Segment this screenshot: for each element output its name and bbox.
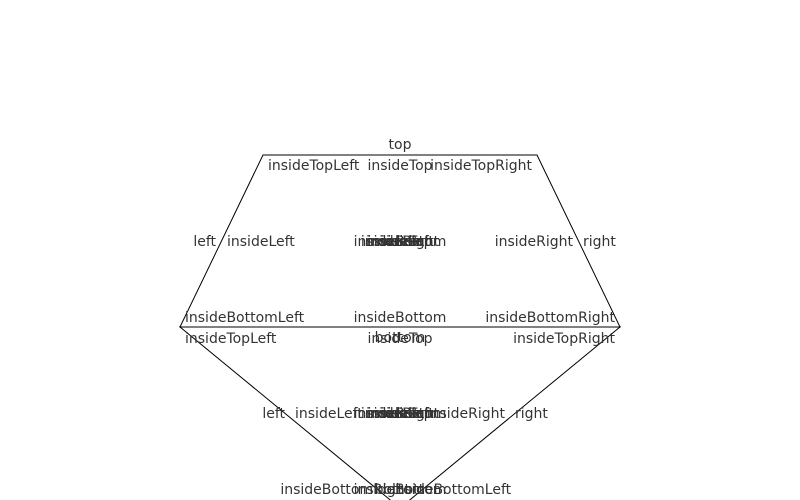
trap-label-left: left xyxy=(193,234,216,250)
tri-label-inside-bottom: insideBottom xyxy=(354,482,447,498)
trap-label-inside-bottom: insideBottom xyxy=(354,310,447,326)
tri-label-inside-top-left: insideTopLeft xyxy=(185,331,277,347)
trap-label-inside-bottom-center: insideBottom xyxy=(354,234,447,250)
trap-label-center: center xyxy=(377,234,422,250)
trap-label-inside-bottom-right: insideBottomRight xyxy=(485,310,615,326)
tri-label-center: center xyxy=(377,406,422,422)
trap-label-inside-bottom-left: insideBottomLeft xyxy=(185,310,305,326)
triangle-shape xyxy=(178,326,622,500)
tri-label-bottom: bottom xyxy=(375,482,426,498)
tri-label-inside-left-center: insideLeft xyxy=(366,406,434,422)
trap-label-inside-top-right: insideTopRight xyxy=(430,158,532,174)
trap-label-inside-right-center: insideRight xyxy=(361,234,440,250)
trap-label-inside: inside xyxy=(379,234,420,250)
trap-label-inside-top: insideTop xyxy=(367,158,432,174)
trap-label-top: top xyxy=(389,137,412,153)
trap-label-bottom: bottom xyxy=(375,330,426,346)
trap-label-inside-top-left: insideTopLeft xyxy=(268,158,360,174)
trap-label-inside-top-center: insideTop xyxy=(367,234,432,250)
tri-label-inside-bottom-left: insideBottomLeft xyxy=(392,482,512,498)
tri-label-inside-left: insideLeft xyxy=(295,406,363,422)
trap-label-right: right xyxy=(583,234,616,250)
tri-label-inside-bottom-center: insideBottom xyxy=(354,406,447,422)
tri-label-inside-right-center: insideRight xyxy=(361,406,440,422)
trap-label-inside-right: insideRight xyxy=(495,234,574,250)
tri-label-inside-top: insideTop xyxy=(367,331,432,347)
tri-label-inside-top-center: insideTop xyxy=(367,406,432,422)
tri-label-inside: inside xyxy=(379,406,420,422)
trap-label-inside-left: insideLeft xyxy=(227,234,295,250)
trap-label-inside-left-center: insideLeft xyxy=(366,234,434,250)
tri-label-inside-bottom-right: insideBottomRight xyxy=(280,482,410,498)
tri-label-inside-top-right: insideTopRight xyxy=(513,331,615,347)
tri-label-left: left xyxy=(262,406,285,422)
tri-label-inside-right: insideRight xyxy=(427,406,506,422)
tri-label-right: right xyxy=(515,406,548,422)
